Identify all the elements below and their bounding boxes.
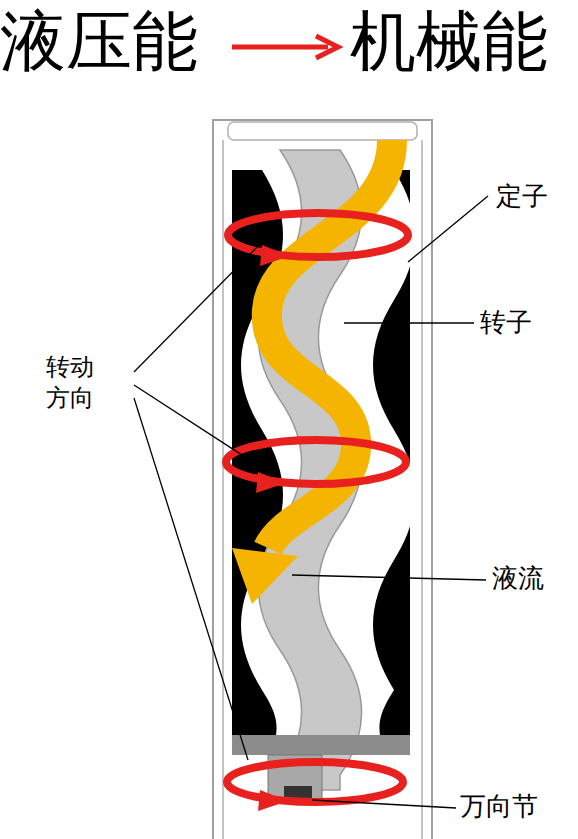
joint-plate <box>232 735 410 755</box>
title-arrow <box>232 45 328 50</box>
part-label: 转子 <box>480 308 532 338</box>
leader-line <box>408 196 488 262</box>
rotation-arrowheads <box>256 245 290 811</box>
title-text: 机械能 <box>350 4 548 80</box>
leader-line <box>134 385 262 468</box>
rotation-rings <box>226 213 408 802</box>
title-text: 液压能 <box>0 4 198 80</box>
top-cap <box>228 122 417 140</box>
leader-lines <box>134 196 488 808</box>
rotation-arrowhead <box>258 790 288 811</box>
part-label: 定子 <box>496 182 548 212</box>
leader-line <box>134 242 262 372</box>
leader-line <box>312 800 456 808</box>
fluid-arrowhead <box>232 548 298 604</box>
leader-line <box>344 322 474 323</box>
outer-housing <box>213 120 432 839</box>
part-label: 液流 <box>492 564 544 594</box>
rotation-arrowhead <box>256 472 286 493</box>
leader-line <box>134 398 248 760</box>
leader-line <box>292 575 486 580</box>
housing-wall <box>421 140 423 839</box>
rotation-ring <box>227 762 403 802</box>
rotation-arrowhead <box>260 245 290 266</box>
housing-wall <box>222 140 224 839</box>
part-label: 万向节 <box>460 792 538 822</box>
rotation-ring <box>228 213 408 257</box>
rotation-label: 转动 方向 <box>46 352 94 414</box>
title-arrowhead <box>316 36 338 58</box>
